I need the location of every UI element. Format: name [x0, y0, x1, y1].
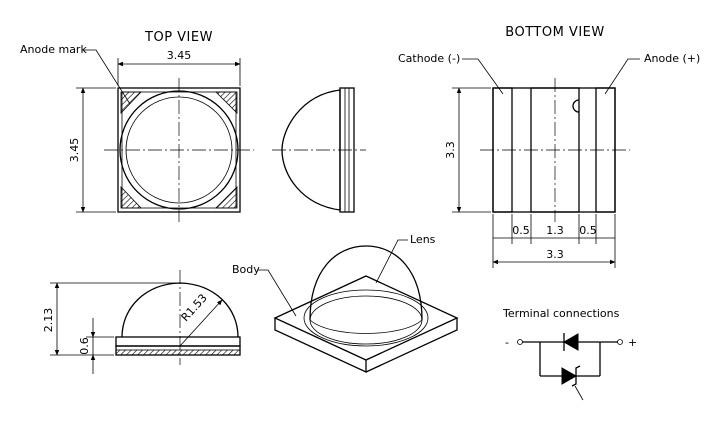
dim-top-height: 3.45 — [68, 138, 81, 163]
top-view: TOP VIEW 3.45 3.45 Anode mark — [20, 30, 254, 222]
dim-pad-gap: 1.3 — [546, 224, 564, 237]
dim-pad-a: 0.5 — [512, 224, 530, 237]
bottom-view-title: BOTTOM VIEW — [505, 25, 604, 40]
terminal-minus: - — [505, 336, 509, 349]
body-label: Body — [232, 263, 260, 276]
anode-label: Anode (+) — [644, 52, 700, 65]
side-view-right — [272, 87, 366, 213]
cathode-label: Cathode (-) — [398, 52, 460, 65]
anode-mark-label: Anode mark — [20, 43, 87, 56]
isometric-view: Body Lens — [232, 233, 459, 374]
iso-lens-dome — [309, 245, 423, 321]
bottom-view: BOTTOM VIEW Cathode (-) Anode (+) 3.3 0.… — [398, 25, 700, 268]
led-diode-symbol — [562, 333, 579, 351]
dim-bottom-width: 3.3 — [546, 248, 564, 261]
dim-bottom-height: 3.3 — [444, 141, 457, 159]
protection-diode-symbol — [561, 367, 578, 385]
dim-top-width: 3.45 — [167, 49, 192, 62]
lens-label: Lens — [410, 233, 436, 246]
iso-body-top — [273, 275, 459, 361]
dim-side-height: 2.13 — [42, 308, 55, 333]
dim-pad-b: 0.5 — [579, 224, 597, 237]
terminal-plus: + — [628, 336, 637, 349]
side-profile: R1.53 2.13 0.6 — [42, 270, 241, 374]
terminal-connections: Terminal connections - + — [502, 307, 637, 401]
terminal-connections-title: Terminal connections — [502, 307, 620, 320]
top-view-title: TOP VIEW — [144, 30, 213, 45]
dim-base-height: 0.6 — [78, 337, 91, 355]
